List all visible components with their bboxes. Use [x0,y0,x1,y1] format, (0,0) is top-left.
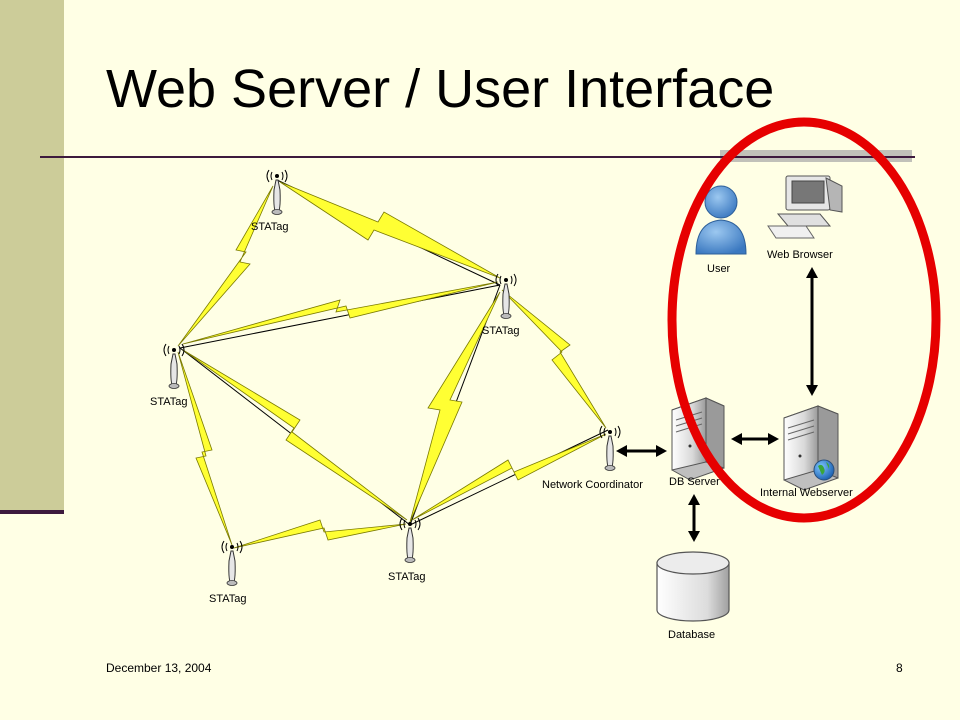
statag-label-right: STATag [482,325,520,337]
arrow-coordinator-dbserver [616,445,667,457]
slide-title: Web Server / User Interface [106,59,775,119]
wireless-link-right-coordinator [501,289,607,429]
wireless-link-left-right [182,281,499,345]
page-number: 8 [896,661,903,675]
arrow-dbserver-webserver [731,433,779,445]
wireless-link-left-bottomleft [177,351,233,546]
internal-webserver-label: Internal Webserver [760,487,853,499]
statag-label-bottomleft: STATag [209,593,247,605]
wireless-link-left-top [177,185,274,347]
internal-webserver-node: Internal Webserver [760,405,853,499]
footer-date: December 13, 2004 [106,661,212,675]
network-coordinator-node: Network Coordinator [542,425,643,491]
statag-label-left: STATag [150,396,188,408]
wireless-links [177,181,607,549]
arrow-dbserver-database [688,494,700,542]
link-left-right [179,284,501,349]
arrows [616,267,818,542]
arrow-browser-webserver [806,267,818,396]
database-node: Database [656,551,730,641]
statag-label-bottom: STATag [388,571,426,583]
statag-node-left: STATag [150,343,188,408]
network-coordinator-label: Network Coordinator [542,479,643,491]
statag-node-bottom: STATag [388,517,426,583]
user-label: User [707,263,731,275]
highlight-ellipse [667,117,941,523]
database-label: Database [668,629,715,641]
web-browser-node: Web Browser [767,175,843,261]
statag-node-bottomleft: STATag [209,540,247,605]
wireless-link-top-right [279,181,501,279]
title-rule [40,156,915,158]
statag-label-top: STATag [251,221,289,233]
wireless-link-bottom-coordinator [411,433,607,521]
statag-node-right: STATag [482,273,520,337]
user-node: User [695,185,747,275]
statag-node-top: STATag [251,169,289,233]
left-band-rule [0,510,64,514]
user-icon [704,185,738,219]
link-bottom-coordinator [409,429,609,526]
left-decorative-band [0,0,64,510]
wireless-link-bottomleft-bottom [233,519,407,549]
wireless-link-left-bottom [182,349,408,521]
db-server-label: DB Server [669,476,720,488]
web-browser-label: Web Browser [767,249,833,261]
